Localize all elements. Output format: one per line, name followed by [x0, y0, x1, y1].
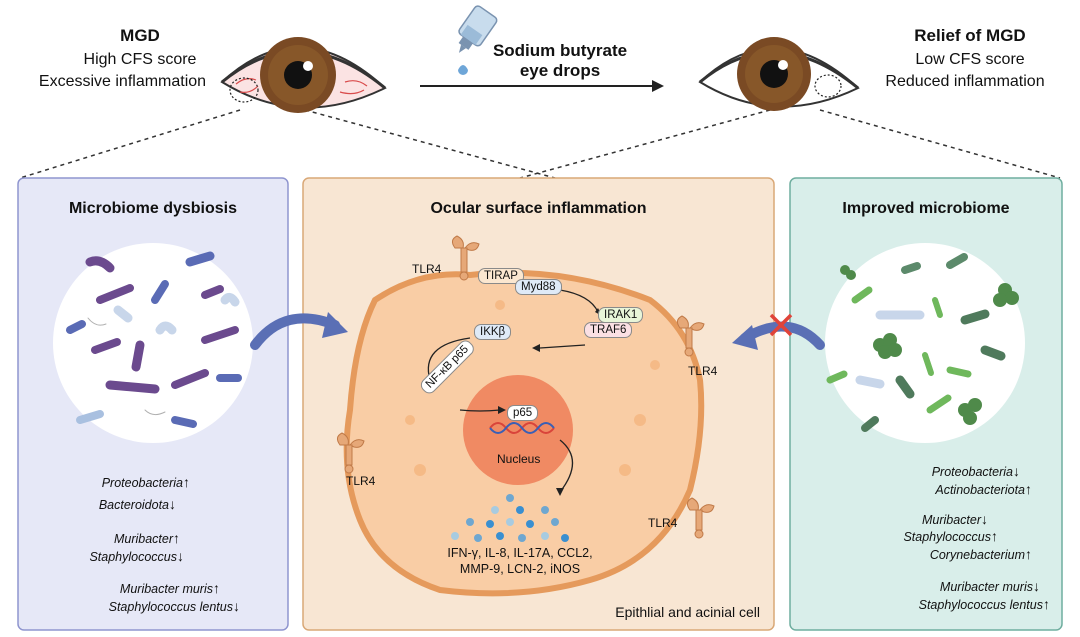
treatment-line2: eye drops [519, 61, 601, 80]
cytokines-line1: IFN-γ, IL-8, IL-17A, CCL2, [447, 546, 593, 560]
p65-pill: p65 [507, 405, 539, 421]
myd88-pill: Myd88 [515, 279, 562, 295]
microbe-circle-left [53, 243, 253, 443]
relief-line1: Low CFS score [915, 51, 1025, 68]
microbe-circle-right [825, 243, 1025, 443]
cell-footer-label: Epithlial and acinial cell [615, 604, 760, 620]
connector-lines [19, 109, 1061, 179]
relief-line2: Reduced inflammation [885, 73, 1045, 90]
right-item-3: Staphylococcus↑ [903, 528, 998, 544]
tlr4-label-top: TLR4 [412, 262, 442, 276]
tlr4-label-bottom: TLR4 [648, 516, 678, 530]
right-item-0: Proteobacteria↓ [931, 463, 1020, 479]
tlr4-label-right: TLR4 [688, 364, 718, 378]
treatment-line1: Sodium butyrate [492, 41, 628, 60]
tlr4-label-left: TLR4 [346, 474, 376, 488]
nucleus-label: Nucleus [497, 452, 541, 466]
irak1-pill: IRAK1 [598, 307, 644, 323]
treatment-arrow [420, 80, 664, 92]
relief-title: Relief of MGD [914, 26, 1026, 45]
left-item-5: Staphylococcus lentus↓ [108, 598, 240, 614]
left-item-0: Proteobacteria↑ [101, 474, 190, 490]
nucleus [463, 375, 573, 485]
ikkb-pill: IKKβ [474, 324, 512, 340]
cytokines-line2: MMP-9, LCN-2, iNOS [459, 562, 581, 576]
center-panel-title: Ocular surface inflammation [430, 200, 647, 217]
left-item-3: Staphylococcus↓ [89, 548, 184, 564]
tirap-pill: TIRAP [478, 268, 524, 284]
eye-icon-right [698, 37, 860, 111]
mgd-line2: Excessive inflammation [38, 73, 207, 90]
left-item-1: Bacteroidota↓ [98, 496, 176, 512]
left-item-2: Muribacter↑ [113, 530, 180, 546]
dna-helix-icon [489, 422, 555, 434]
left-item-4: Muribacter muris↑ [119, 580, 220, 596]
tlr4-receptors [336, 235, 715, 539]
cytokine-dots [451, 494, 569, 542]
block-x-icon [769, 313, 793, 337]
eye-drop-bottle-icon [458, 5, 498, 53]
right-panel-title: Improved microbiome [842, 200, 1010, 217]
arrow-left-to-center [250, 313, 340, 350]
right-item-6: Staphylococcus lentus↑ [918, 596, 1050, 612]
mgd-line1: High CFS score [83, 51, 197, 68]
mgd-title: MGD [120, 26, 160, 45]
eye-icon-left [220, 37, 387, 113]
drop-icon [458, 65, 468, 75]
left-panel-title: Microbiome dysbiosis [68, 200, 238, 217]
right-item-2: Muribacter↓ [921, 511, 988, 527]
traf6-pill: TRAF6 [584, 322, 633, 338]
right-item-1: Actinobacteriota↑ [935, 481, 1032, 497]
right-item-5: Muribacter muris↓ [939, 578, 1040, 594]
right-item-4: Corynebacterium↑ [929, 546, 1032, 562]
